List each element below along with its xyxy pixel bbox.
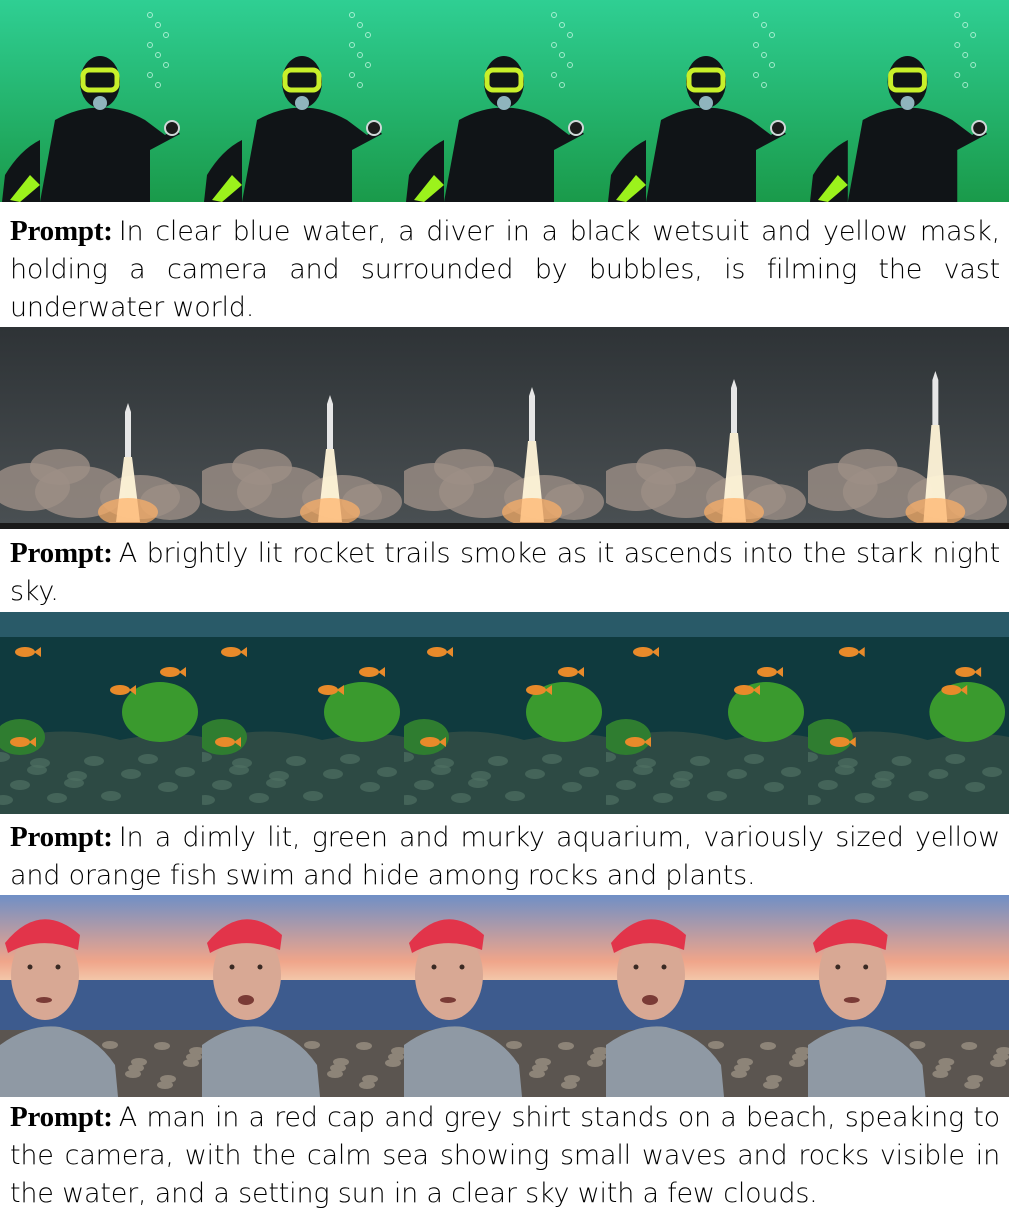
video-frame-aquarium-5 <box>808 612 1009 814</box>
prompt-caption-beach: Prompt:A man in a red cap and grey shirt… <box>10 1098 1000 1213</box>
video-frame-aquarium-2 <box>202 612 404 814</box>
video-frame-diver-4 <box>606 0 808 202</box>
video-frame-diver-2 <box>202 0 404 202</box>
frame-strip-beach <box>0 895 1009 1097</box>
prompt-text: In clear blue water, a diver in a black … <box>10 216 1000 323</box>
prompt-label: Prompt: <box>10 537 113 569</box>
video-frame-aquarium-3 <box>404 612 606 814</box>
video-frame-diver-1 <box>0 0 202 202</box>
prompt-label: Prompt: <box>10 1101 113 1133</box>
prompt-text: A brightly lit rocket trails smoke as it… <box>10 538 1000 607</box>
video-frame-beach-2 <box>202 895 404 1097</box>
video-frame-rocket-1 <box>0 327 202 529</box>
prompt-caption-diver: Prompt:In clear blue water, a diver in a… <box>10 212 1000 327</box>
video-frame-aquarium-1 <box>0 612 202 814</box>
frame-strip-diver <box>0 0 1009 202</box>
prompt-label: Prompt: <box>10 821 113 853</box>
video-frame-rocket-4 <box>606 327 808 529</box>
video-frame-diver-3 <box>404 0 606 202</box>
prompt-caption-rocket: Prompt:A brightly lit rocket trails smok… <box>10 534 1000 611</box>
frame-strip-aquarium <box>0 612 1009 814</box>
video-frame-rocket-2 <box>202 327 404 529</box>
video-frame-beach-4 <box>606 895 808 1097</box>
prompt-text: In a dimly lit, green and murky aquarium… <box>10 822 1000 891</box>
video-frame-rocket-3 <box>404 327 606 529</box>
video-frame-beach-1 <box>0 895 202 1097</box>
video-frame-beach-3 <box>404 895 606 1097</box>
prompt-caption-aquarium: Prompt:In a dimly lit, green and murky a… <box>10 818 1000 895</box>
prompt-text: A man in a red cap and grey shirt stands… <box>10 1102 1000 1209</box>
video-frame-rocket-5 <box>808 327 1009 529</box>
frame-strip-rocket <box>0 327 1009 529</box>
video-frame-diver-5 <box>808 0 1009 202</box>
video-frame-aquarium-4 <box>606 612 808 814</box>
video-frame-beach-5 <box>808 895 1009 1097</box>
prompt-label: Prompt: <box>10 215 113 247</box>
